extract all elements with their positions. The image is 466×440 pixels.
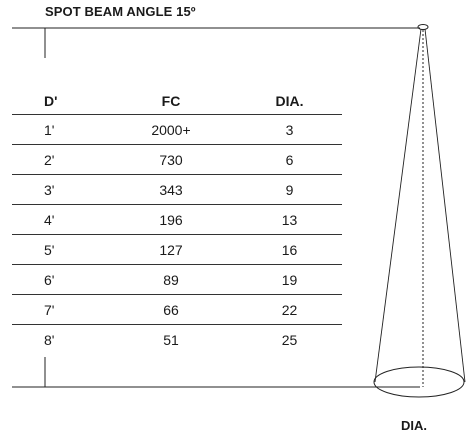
header-diameter: DIA. (237, 88, 342, 115)
diagram-title: SPOT BEAM ANGLE 15º (45, 4, 196, 19)
beam-right-edge (424, 28, 466, 383)
beam-spot-ellipse (373, 366, 465, 398)
photometric-table: D' FC DIA. 1' 2000+ 3 2' 730 6 3' 343 9 … (12, 88, 342, 354)
cell-diameter: 13 (237, 204, 342, 235)
cell-footcandles: 343 (105, 174, 237, 205)
cell-footcandles: 127 (105, 234, 237, 265)
cell-distance: 1' (12, 114, 105, 145)
beam-diameter-label: DIA. (401, 418, 427, 433)
table-header-row: D' FC DIA. (12, 88, 342, 115)
cell-diameter: 6 (237, 144, 342, 175)
header-footcandles: FC (105, 88, 237, 115)
cell-footcandles: 196 (105, 204, 237, 235)
table-row: 4' 196 13 (12, 204, 342, 235)
cell-diameter: 22 (237, 294, 342, 325)
cell-distance: 7' (12, 294, 105, 325)
beam-left-edge (374, 28, 422, 383)
cell-footcandles: 89 (105, 264, 237, 295)
cell-footcandles: 66 (105, 294, 237, 325)
table-row: 3' 343 9 (12, 174, 342, 205)
cell-footcandles: 730 (105, 144, 237, 175)
table-row: 7' 66 22 (12, 294, 342, 325)
table-row: 1' 2000+ 3 (12, 114, 342, 145)
cell-diameter: 16 (237, 234, 342, 265)
cell-footcandles: 51 (163, 331, 179, 348)
cell-diameter: 3 (237, 114, 342, 145)
table-row: 6' 89 19 (12, 264, 342, 295)
cell-distance: 6' (12, 264, 105, 295)
cell-diameter: 9 (237, 174, 342, 205)
cell-footcandles: 2000+ (105, 114, 237, 145)
table-row: 5' 127 16 (12, 234, 342, 265)
cell-distance: 3' (12, 174, 105, 205)
table-row: 8' 51 25 (12, 325, 342, 355)
cell-distance: 5' (12, 234, 105, 265)
cell-distance: 4' (12, 204, 105, 235)
cell-distance: 8' (44, 331, 55, 348)
cell-diameter: 25 (281, 331, 298, 348)
header-distance: D' (12, 88, 105, 115)
light-fixture-icon (417, 24, 429, 30)
table-row: 2' 730 6 (12, 144, 342, 175)
cell-diameter: 19 (237, 264, 342, 295)
cell-distance: 2' (12, 144, 105, 175)
